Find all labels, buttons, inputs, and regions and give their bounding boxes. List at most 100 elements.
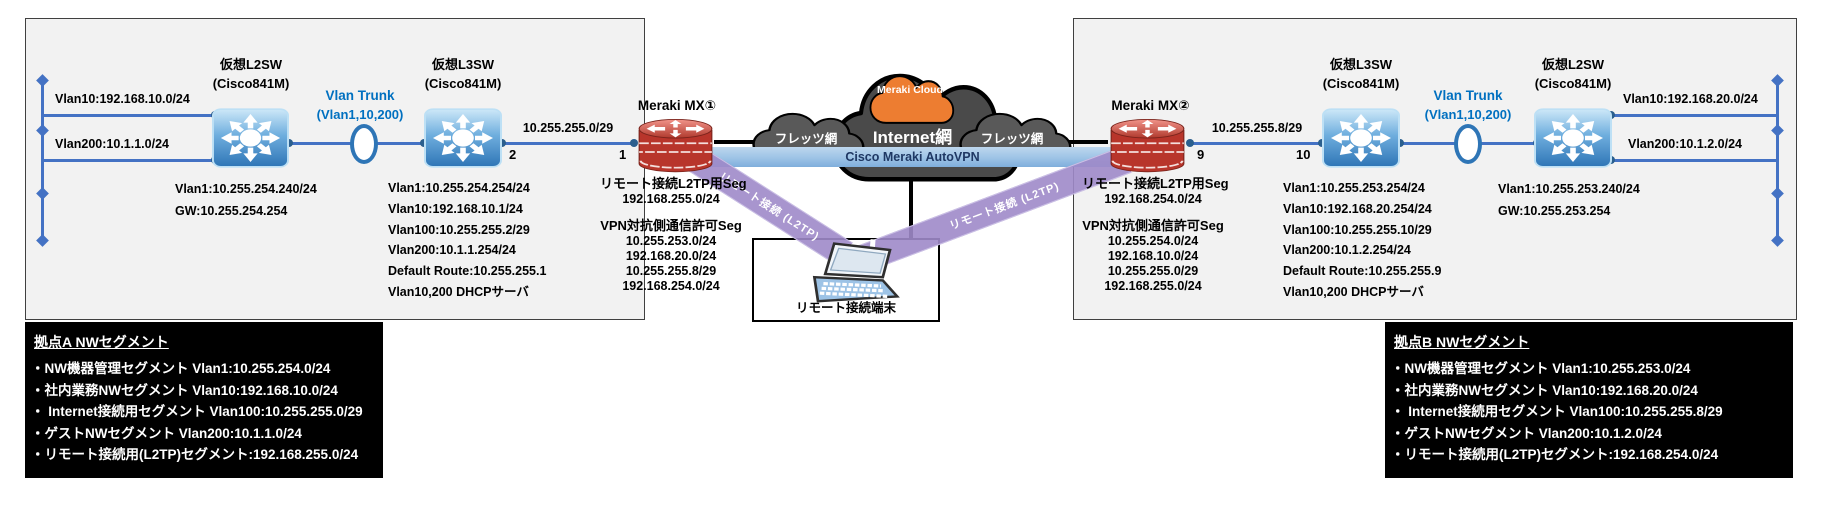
internet-terminal-line (909, 170, 913, 252)
mx2-detail-block: リモート接続L2TP用Seg 192.168.254.0/24 VPN対抗側通信… (1082, 176, 1229, 294)
legend-b-item: ・リモート接続用(L2TP)セグメント:192.168.254.0/24 (1391, 447, 1719, 462)
site-b-l3sw-icon (1321, 106, 1401, 170)
legend-b-item: ・社内業務NWセグメント Vlan10:192.168.20.0/24 (1391, 382, 1698, 398)
site-a-trunk-vlans: (Vlan1,10,200) (316, 107, 404, 122)
note-line: Vlan200:10.1.2.254/24 (1283, 243, 1411, 258)
meraki-cloud-icon (864, 68, 956, 134)
site-a-l2sw-title: 仮想L2SW (219, 57, 283, 72)
flets-left-label: フレッツ網 (774, 132, 838, 146)
port-dot (1396, 139, 1404, 147)
mx2-vpn-subnet: 192.168.10.0/24 (1107, 249, 1199, 263)
site-a-l3sw-icon (423, 106, 503, 170)
site-a-l2sw-notes: Vlan1:10.255.254.240/24 GW:10.255.254.25… (175, 178, 317, 222)
legend-a-item: ・ゲストNWセグメント Vlan200:10.1.1.0/24 (31, 425, 302, 441)
site-a-vlan200-label: Vlan200:10.1.1.0/24 (55, 137, 169, 151)
legend-b-item: ・NW機器管理セグメント Vlan1:10.255.253.0/24 (1391, 361, 1691, 376)
mx2-l2tp-heading: リモート接続L2TP用Seg (1082, 176, 1229, 191)
legend-a-title: 拠点A NWセグメント (34, 334, 169, 350)
note-line: Default Route:10.255.255.1 (388, 264, 547, 279)
remote-terminal-label: リモート接続端末 (795, 301, 896, 315)
site-b-wan-line (1189, 142, 1323, 145)
legend-b-item: ・ Internet接続用セグメント Vlan100:10.255.255.8/… (1391, 404, 1723, 419)
site-a-vlan10-label: Vlan10:192.168.10.0/24 (55, 92, 190, 106)
site-a-port-1: 1 (619, 147, 627, 162)
site-a-l2sw-model: (Cisco841M) (212, 76, 290, 91)
site-b-port-9: 9 (1197, 147, 1205, 162)
legend-a-item: ・ Internet接続用セグメント Vlan100:10.255.255.0/… (31, 404, 363, 419)
site-b-port-10: 10 (1296, 147, 1311, 162)
site-b-trunk-label: Vlan Trunk (1433, 88, 1503, 103)
meraki-cloud-label: Meraki Cloud (877, 84, 943, 96)
note-line: Vlan1:10.255.254.240/24 (175, 182, 317, 196)
trunk-ring-icon (350, 124, 378, 164)
note-line: GW:10.255.254.254 (175, 204, 288, 218)
mx1-l2tp-subnet: 192.168.255.0/24 (622, 192, 720, 206)
port-dot (498, 139, 506, 147)
site-b-l3sw-model: (Cisco841M) (1322, 76, 1400, 91)
mx1-detail-block: リモート接続L2TP用Seg 192.168.255.0/24 VPN対抗側通信… (600, 176, 747, 294)
legend-site-a: 拠点A NWセグメント ・NW機器管理セグメント Vlan1:10.255.25… (25, 322, 383, 478)
site-a-vlan10-line (41, 114, 215, 117)
legend-b-item: ・ゲストNWセグメント Vlan200:10.1.2.0/24 (1391, 425, 1662, 441)
mx1-vpn-heading: VPN対抗側通信許可Seg (600, 218, 742, 233)
site-b-vlan10-line (1610, 114, 1778, 117)
note-line: Vlan100:10.255.255.2/29 (388, 222, 530, 237)
legend-a-item: ・NW機器管理セグメント Vlan1:10.255.254.0/24 (31, 361, 331, 376)
site-a-l2sw-icon (211, 106, 290, 170)
note-line: Vlan10,200 DHCPサーバ (388, 284, 529, 299)
site-b-vlan10-label: Vlan10:192.168.20.0/24 (1623, 92, 1758, 106)
mx1-vpn-subnet: 10.255.253.0/24 (625, 234, 717, 248)
note-line: GW:10.255.253.254 (1498, 204, 1611, 218)
mx2-title: Meraki MX② (1111, 98, 1190, 113)
mx2-firewall-icon (1103, 113, 1192, 177)
note-line: Default Route:10.255.255.9 (1283, 264, 1442, 279)
site-b-l2sw-model: (Cisco841M) (1534, 76, 1612, 91)
site-a-wan-subnet: 10.255.255.0/29 (522, 121, 614, 135)
mx2-vpn-subnet: 10.255.255.0/29 (1107, 264, 1199, 278)
site-a-box (25, 18, 645, 320)
mx1-firewall-icon (631, 113, 720, 177)
note-line: Vlan1:10.255.253.254/24 (1283, 181, 1425, 195)
note-line: Vlan100:10.255.255.10/29 (1283, 222, 1432, 237)
site-b-l3sw-title: 仮想L3SW (1329, 57, 1393, 72)
mx1-l2tp-heading: リモート接続L2TP用Seg (600, 176, 747, 191)
mx2-vpn-subnet: 192.168.255.0/24 (1104, 279, 1202, 293)
site-b-l2sw-notes: Vlan1:10.255.253.240/24 GW:10.255.253.25… (1498, 178, 1640, 222)
autovpn-label: Cisco Meraki AutoVPN (845, 150, 980, 164)
site-b-box (1073, 18, 1797, 320)
note-line: Vlan200:10.1.1.254/24 (388, 243, 516, 258)
mx1-vpn-subnet: 192.168.20.0/24 (625, 249, 717, 263)
autovpn-band: Cisco Meraki AutoVPN (700, 147, 1125, 167)
note-line: Vlan10:192.168.20.254/24 (1283, 201, 1432, 216)
site-a-l3sw-model: (Cisco841M) (424, 76, 502, 91)
site-a-wan-line (501, 142, 635, 145)
site-b-edge-bus-line (1776, 80, 1779, 240)
site-b-trunk-vlans: (Vlan1,10,200) (1424, 107, 1512, 122)
port-dot (1186, 139, 1194, 147)
mx1-title: Meraki MX① (637, 98, 717, 113)
internet-label: Internet網 (872, 128, 953, 147)
site-b-l3sw-notes: Vlan1:10.255.253.254/24 Vlan10:192.168.2… (1283, 178, 1441, 303)
legend-a-item: ・リモート接続用(L2TP)セグメント:192.168.255.0/24 (31, 447, 359, 462)
mx2-internet-line (1036, 140, 1108, 144)
site-b-vlan200-line (1610, 159, 1778, 162)
mx1-vpn-subnet: 192.168.254.0/24 (622, 279, 720, 293)
site-b-wan-subnet: 10.255.255.8/29 (1211, 121, 1303, 135)
mx2-l2tp-subnet: 192.168.254.0/24 (1104, 192, 1202, 206)
mx1-vpn-subnet: 10.255.255.8/29 (625, 264, 717, 278)
site-a-l3sw-title: 仮想L3SW (431, 57, 495, 72)
legend-site-b: 拠点B NWセグメント ・NW機器管理セグメント Vlan1:10.255.25… (1385, 322, 1793, 478)
site-a-trunk-label: Vlan Trunk (325, 88, 395, 103)
note-line: Vlan10:192.168.10.1/24 (388, 201, 523, 216)
note-line: Vlan1:10.255.254.254/24 (388, 181, 530, 195)
site-b-vlan200-label: Vlan200:10.1.2.0/24 (1628, 137, 1742, 151)
legend-a-item: ・社内業務NWセグメント Vlan10:192.168.10.0/24 (31, 382, 338, 398)
laptop-icon (800, 242, 908, 306)
site-a-vlan200-line (41, 159, 215, 162)
mx2-vpn-heading: VPN対抗側通信許可Seg (1082, 218, 1224, 233)
note-line: Vlan10,200 DHCPサーバ (1283, 284, 1424, 299)
site-a-l3sw-notes: Vlan1:10.255.254.254/24 Vlan10:192.168.1… (388, 178, 546, 303)
flets-right-label: フレッツ網 (980, 132, 1044, 146)
mx1-internet-line (714, 140, 786, 144)
